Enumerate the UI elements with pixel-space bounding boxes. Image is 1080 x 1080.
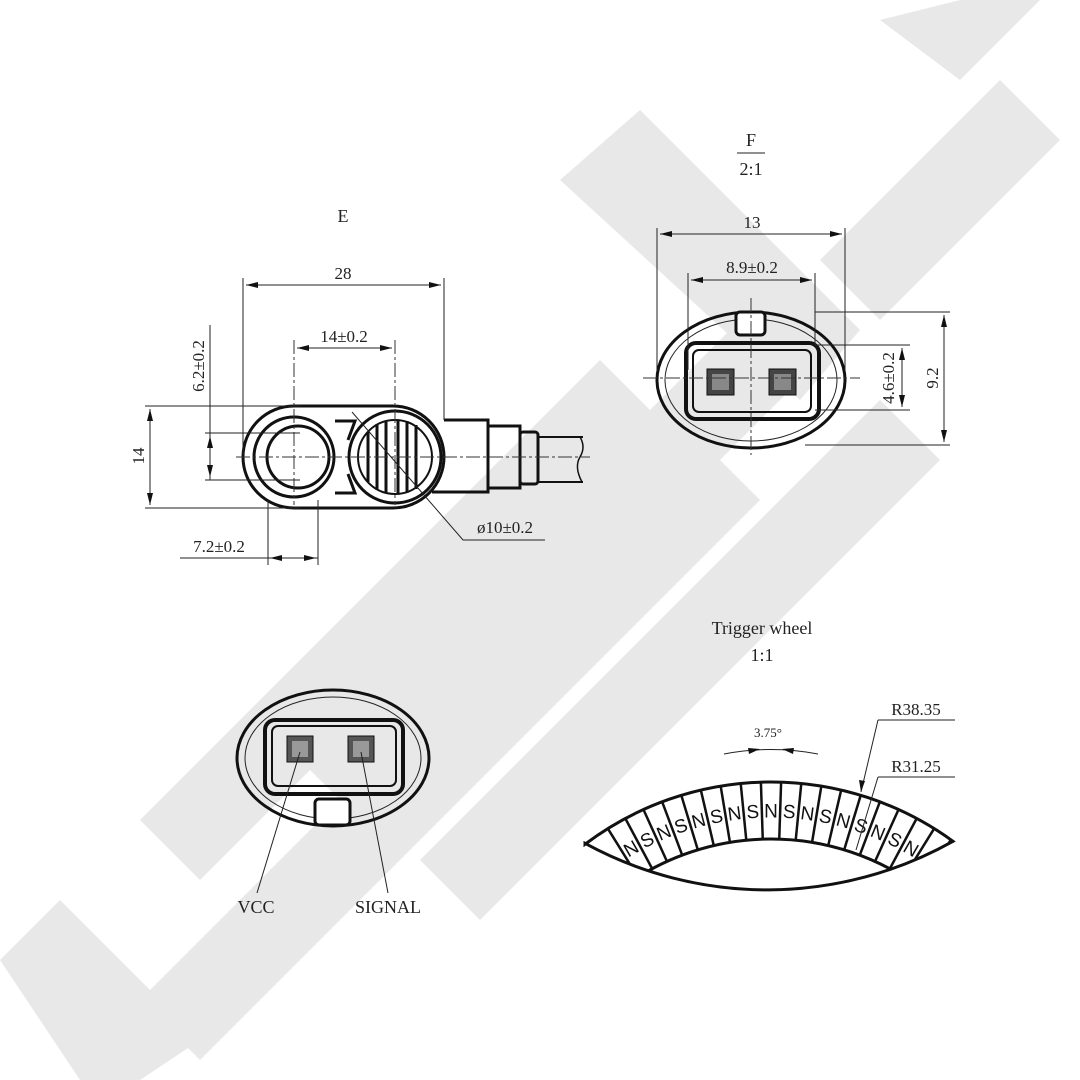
pole-divider [827,786,844,846]
pole-label-n: N [726,803,742,826]
pole-label-s: S [708,806,725,829]
pole-divider [698,786,715,846]
pole-label-n: N [834,810,853,834]
pole-divider [718,782,732,843]
dim-overall-height: 14 [129,447,148,465]
latch-tab-bottom [313,797,352,827]
pole-label-s: S [746,802,760,824]
view-f-scale: 2:1 [739,159,762,179]
trigger-wheel-scale: 1:1 [750,645,773,665]
pole-divider [622,815,654,870]
pole-divider [641,806,669,862]
pole-divider [810,782,824,843]
inner-radius-label: R31.25 [891,757,941,776]
view-e-title: E [338,206,349,226]
outer-radius-label: R38.35 [891,700,941,719]
pin-label-vcc: VCC [237,897,274,917]
inner-band-arc [622,837,920,889]
view-e: E [129,206,590,565]
pole-divider [794,782,803,841]
pole-label-s: S [817,806,834,829]
pin-label-signal: SIGNAL [355,897,421,917]
pole-label-n: N [689,810,708,834]
pole-label-s: S [782,802,796,824]
dim-hole-width: 7.2±0.2 [193,537,245,556]
dim-outer-width: 13 [744,213,761,232]
dim-sensor-diameter: ø10±0.2 [477,518,533,537]
pitch-angle-label: 3.75° [754,725,782,740]
trigger-wheel-outline [583,780,956,892]
pole-divider [873,806,901,862]
dim-ring-height: 6.2±0.2 [189,340,208,392]
dim-overall-length: 28 [335,264,352,283]
connector-face-view: VCC SIGNAL [235,688,431,917]
pole-label-n: N [764,802,778,823]
pole-divider [679,791,700,851]
dim-inner-height: 4.6±0.2 [879,352,898,404]
dim-hole-spacing: 14±0.2 [320,327,368,346]
trigger-wheel-title: Trigger wheel [712,618,813,638]
pole-divider [888,815,920,870]
view-f: F 2:1 13 8.9±0.2 4.6 [643,130,950,455]
pole-divider [777,782,783,840]
view-f-title: F [746,130,756,150]
dim-outer-height: 9.2 [923,367,942,388]
pole-divider [659,798,684,856]
pole-label-n: N [799,803,815,826]
pole-divider [759,782,765,840]
pole-divider [858,798,883,856]
dim-inner-width: 8.9±0.2 [726,258,778,277]
pole-divider [739,782,748,841]
pole-divider [842,791,863,851]
